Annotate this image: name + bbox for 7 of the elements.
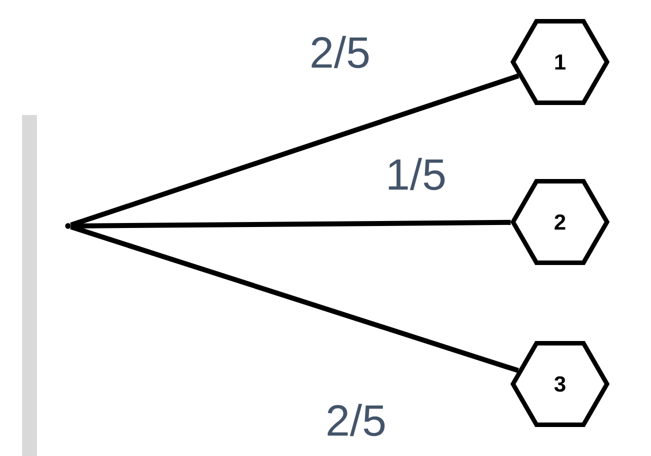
branch-line (70, 224, 519, 373)
edge-label: 2/5 (328, 404, 385, 436)
edge-label: 2/5 (312, 36, 369, 68)
branch-line (71, 220, 511, 228)
branch-point (65, 223, 71, 229)
edge-label: 1/5 (388, 158, 445, 190)
branch-line (70, 73, 520, 228)
